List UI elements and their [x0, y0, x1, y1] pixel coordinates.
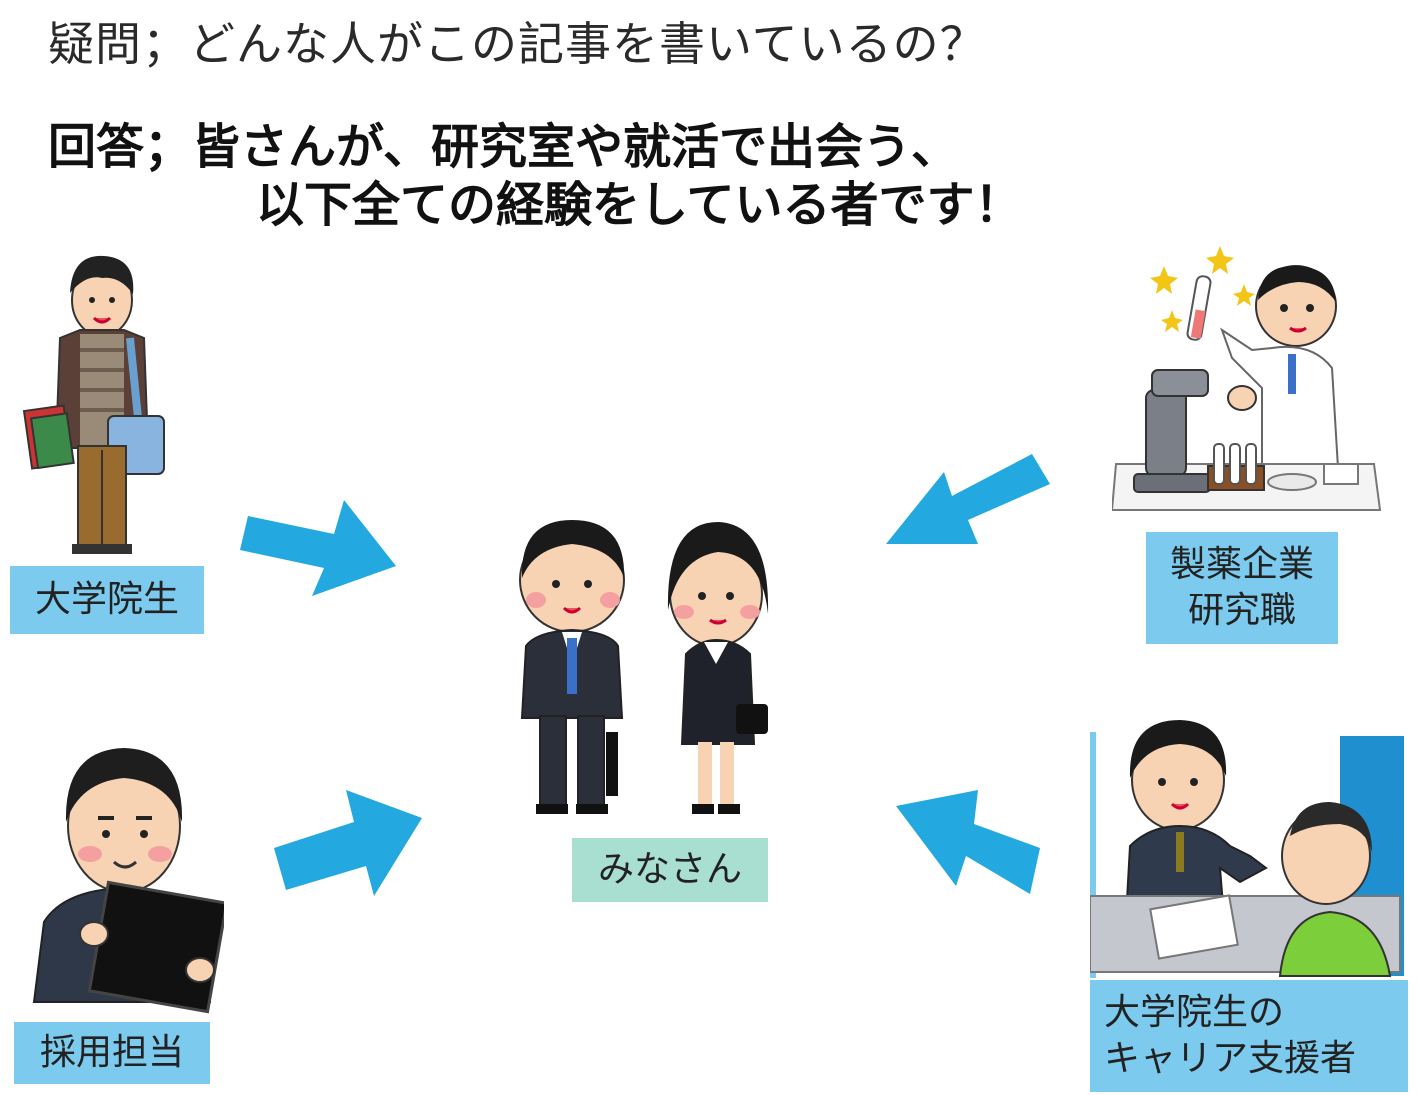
career-advisor-illustration [1090, 720, 1404, 978]
center-label: みなさん [572, 838, 768, 902]
career-label-line-2: キャリア支援者 [1104, 1038, 1357, 1079]
pharma-label-line-1: 製薬企業 [1169, 544, 1314, 585]
career-label-line-1: 大学院生の [1104, 992, 1285, 1033]
question-text: 疑問；どんな人がこの記事を書いているの？ [48, 17, 987, 71]
career-advisor-label: 大学院生の キャリア支援者 [1090, 980, 1408, 1092]
answer-line-1: 回答；皆さんが、研究室や就活で出会う、 [48, 119, 960, 175]
grad-student-illustration [22, 255, 165, 554]
arrow-researcher [886, 454, 1050, 544]
researcher-illustration [1112, 246, 1382, 511]
pharma-researcher-label: 製薬企業 研究職 [1146, 532, 1338, 644]
answer-line-2: 以下全ての経験をしている者です！ [256, 177, 1023, 233]
arrow-recruiter [274, 790, 422, 896]
arrow-career-advisor [896, 790, 1040, 894]
arrow-grad-student [240, 500, 396, 596]
recruiter-illustration [32, 748, 224, 1014]
answer-text: 回答；皆さんが、研究室や就活で出会う、 以下全ての経験をしている者です！ [48, 118, 1023, 234]
students-illustration [519, 520, 769, 814]
pharma-label-line-2: 研究職 [1187, 590, 1296, 631]
recruiter-label: 採用担当 [14, 1022, 210, 1084]
grad-student-label: 大学院生 [10, 566, 204, 634]
